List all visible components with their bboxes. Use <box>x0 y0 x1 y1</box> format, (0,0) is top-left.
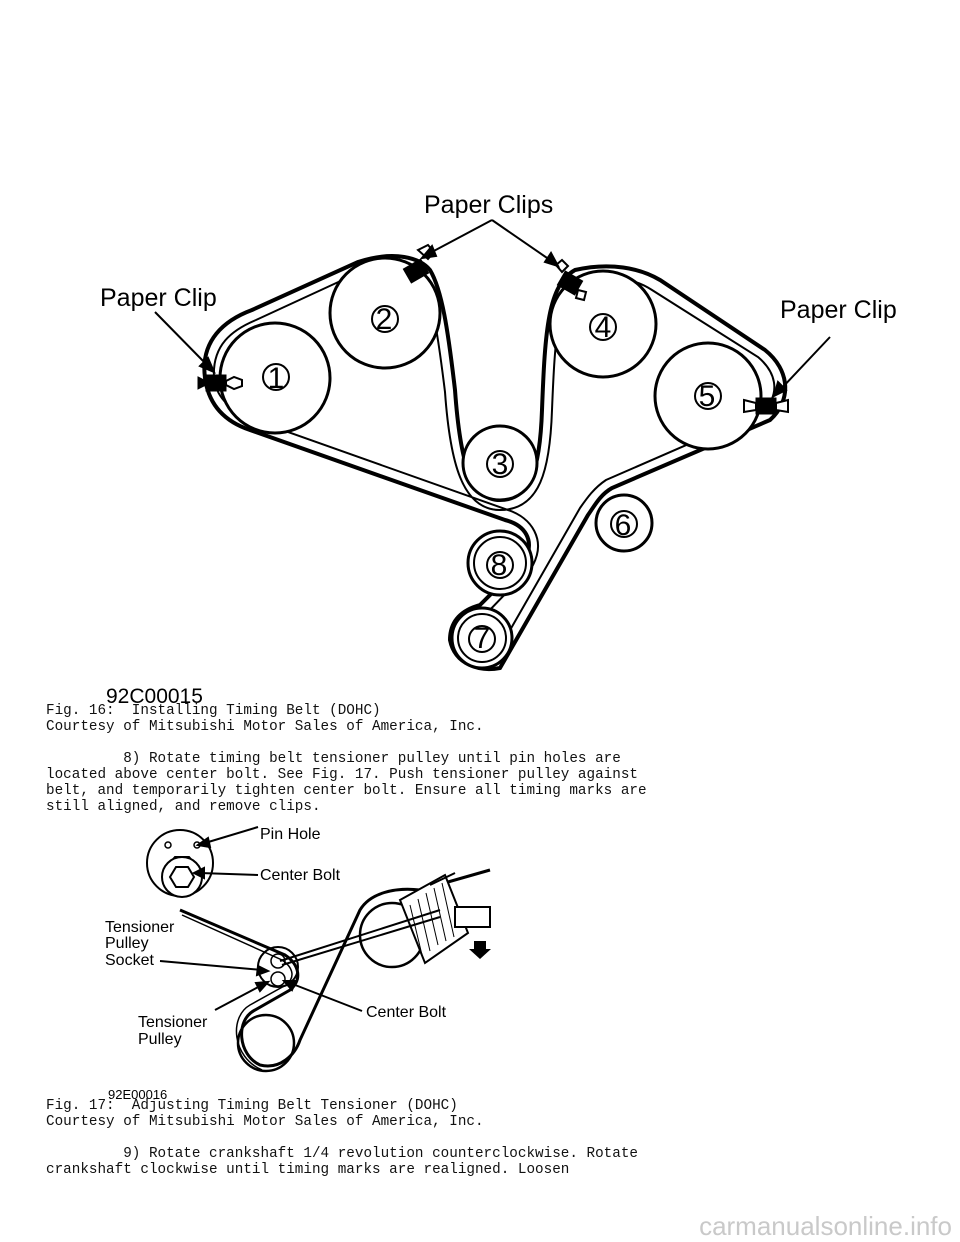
step-9-line-2: crankshaft clockwise until timing marks … <box>46 1162 570 1178</box>
label-center-bolt-top: Center Bolt <box>260 867 341 884</box>
figure-16-drawing-code: 92C00015 <box>106 685 203 708</box>
label-tensioner-pulley-1: Tensioner <box>138 1014 208 1031</box>
pulley-number-1: 1 <box>268 362 285 395</box>
pulley-number-4: 4 <box>595 311 612 344</box>
figure-16-timing-belt-diagram: 1 2 3 4 5 6 7 8 <box>100 191 897 708</box>
pulley-number-3: 3 <box>492 448 509 481</box>
watermark: carmanualsonline.info <box>699 1211 952 1241</box>
label-tensioner-pulley-socket-3: Socket <box>105 952 154 969</box>
pulley-number-2: 2 <box>376 303 393 336</box>
step-8-line-4: still aligned, and remove clips. <box>46 799 321 815</box>
step-8-line-3: belt, and temporarily tighten center bol… <box>46 783 647 799</box>
paper-clip-icon <box>197 374 243 392</box>
step-8-line-2: located above center bolt. See Fig. 17. … <box>46 767 638 783</box>
figure-17-caption-line-2: Courtesy of Mitsubishi Motor Sales of Am… <box>46 1114 484 1130</box>
pulley-number-8: 8 <box>491 549 508 582</box>
label-tensioner-pulley-socket-2: Pulley <box>105 935 149 952</box>
pulley-number-6: 6 <box>615 509 632 542</box>
figure-17-caption-line-1: Fig. 17: Adjusting Timing Belt Tensioner… <box>46 1098 458 1114</box>
label-paper-clip-left: Paper Clip <box>100 284 217 312</box>
step-9-line-1: 9) Rotate crankshaft 1/4 revolution coun… <box>46 1146 638 1162</box>
label-paper-clip-right: Paper Clip <box>780 296 897 324</box>
step-8-line-1: 8) Rotate timing belt tensioner pulley u… <box>46 751 621 767</box>
label-pin-hole: Pin Hole <box>260 826 321 843</box>
paper-clip-icon <box>554 258 588 302</box>
paper-clip-icon <box>743 397 789 415</box>
label-center-bolt-bottom: Center Bolt <box>366 1004 447 1021</box>
figure-17-tensioner-diagram: Pin Hole Center Bolt Tensioner Pulley So… <box>105 826 491 1100</box>
down-arrow-icon <box>469 941 491 959</box>
label-paper-clips: Paper Clips <box>424 191 553 219</box>
figure-17-drawing-code: 92E00016 <box>108 1087 167 1100</box>
pulley-number-5: 5 <box>699 380 716 413</box>
label-tensioner-pulley-socket-1: Tensioner <box>105 919 175 936</box>
label-tensioner-pulley-2: Pulley <box>138 1031 182 1048</box>
figure-16-caption-line-2: Courtesy of Mitsubishi Motor Sales of Am… <box>46 719 484 735</box>
pulley-number-7: 7 <box>474 622 491 655</box>
figure-16-caption-line-1: Fig. 16: Installing Timing Belt (DOHC) <box>46 703 381 719</box>
